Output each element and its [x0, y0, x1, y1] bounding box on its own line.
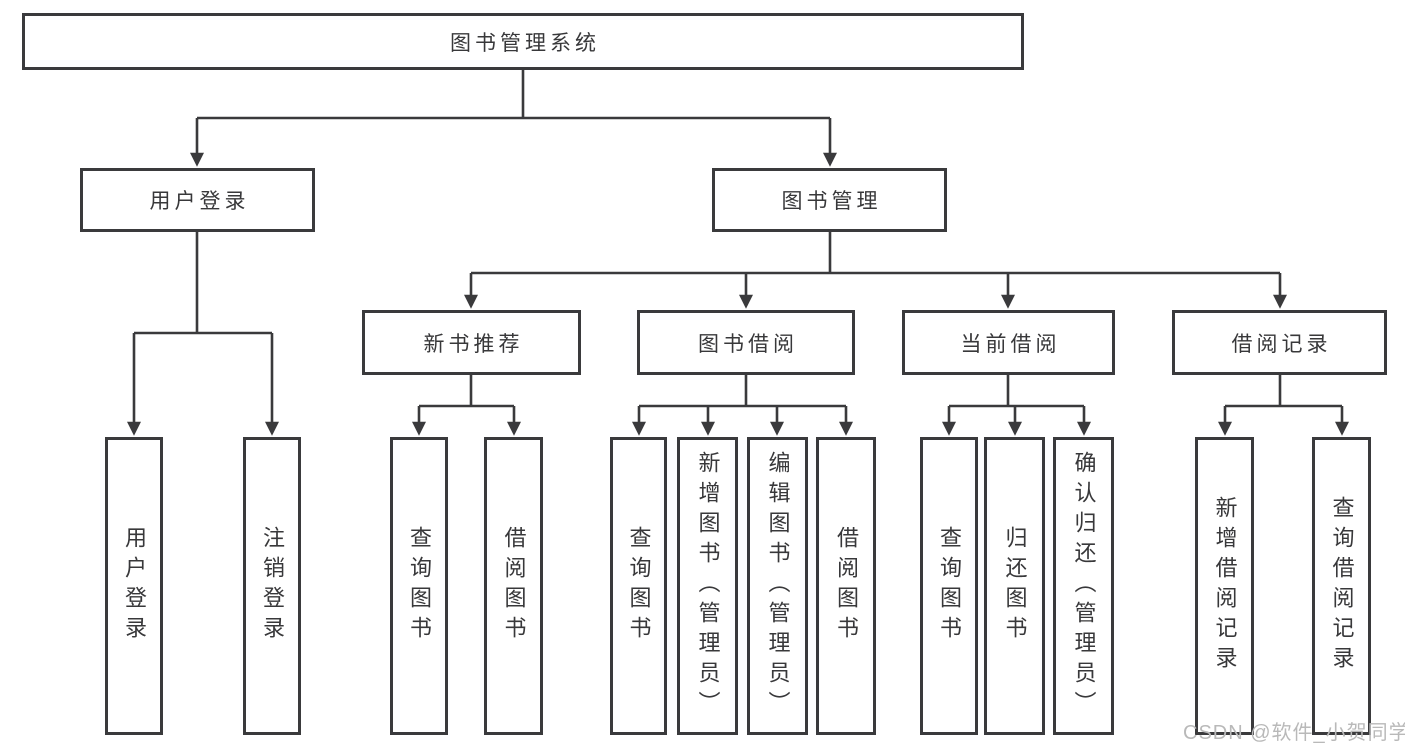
leaf-label: 用户登录: [122, 526, 147, 646]
leaf-return-books: 归还图书: [984, 437, 1045, 735]
leaf-label: 新增借阅记录: [1212, 496, 1238, 676]
leaf-label: 查询图书: [407, 526, 432, 646]
rail-current-borrow-children: [949, 375, 1084, 408]
leaf-edit-books-admin: 编辑图书（管理员）: [747, 437, 808, 735]
leaf-confirm-return-admin: 确认归还（管理员）: [1053, 437, 1114, 735]
leaf-label: 注销登录: [260, 526, 285, 646]
rail-root-to-level2: [197, 70, 830, 120]
node-label: 当前借阅: [960, 332, 1061, 356]
node-new-book-recommend: 新书推荐: [362, 310, 581, 375]
leaf-query-borrow-record: 查询借阅记录: [1312, 437, 1371, 735]
csdn-watermark: CSDN @软件_小贺同学: [1183, 722, 1405, 744]
leaf-borrow-books-1: 借阅图书: [484, 437, 543, 735]
leaf-label: 查询图书: [937, 526, 962, 646]
node-label: 图书管理: [781, 190, 882, 213]
leaf-label: 借阅图书: [501, 526, 527, 646]
node-label: 借阅记录: [1231, 332, 1332, 356]
leaf-query-books-1: 查询图书: [390, 437, 448, 735]
leaf-label: 借阅图书: [834, 526, 859, 646]
node-library-management-system: 图书管理系统: [22, 13, 1024, 70]
node-user-login: 用户登录: [80, 168, 315, 232]
leaf-label: 归还图书: [1002, 526, 1028, 646]
node-label: 图书借阅: [698, 332, 798, 356]
node-label: 图书管理系统: [450, 31, 600, 55]
node-book-borrowing: 图书借阅: [637, 310, 855, 375]
leaf-logout-login: 注销登录: [243, 437, 301, 735]
leaf-query-books-2: 查询图书: [610, 437, 667, 735]
node-borrowing-records: 借阅记录: [1172, 310, 1387, 375]
leaf-label: 编辑图书（管理员）: [765, 451, 791, 721]
node-book-management: 图书管理: [712, 168, 947, 232]
leaf-query-books-3: 查询图书: [920, 437, 978, 735]
rail-book-borrow-children: [639, 375, 846, 408]
leaf-label: 新增图书（管理员）: [695, 451, 721, 721]
leaf-user-login: 用户登录: [105, 437, 163, 735]
leaf-label: 查询图书: [626, 526, 652, 646]
rail-user-login-children: [134, 232, 272, 335]
node-label: 新书推荐: [423, 332, 524, 356]
rail-borrow-record-children: [1225, 375, 1342, 408]
leaf-label: 确认归还（管理员）: [1071, 451, 1097, 721]
leaf-add-borrow-record: 新增借阅记录: [1195, 437, 1254, 735]
rail-new-book-children: [419, 375, 514, 408]
leaf-add-books-admin: 新增图书（管理员）: [677, 437, 738, 735]
leaf-label: 查询借阅记录: [1329, 496, 1355, 676]
leaf-borrow-books-2: 借阅图书: [816, 437, 876, 735]
rail-book-mgmt-children: [471, 232, 1280, 275]
node-current-borrowing: 当前借阅: [902, 310, 1115, 375]
node-label: 用户登录: [149, 190, 250, 213]
